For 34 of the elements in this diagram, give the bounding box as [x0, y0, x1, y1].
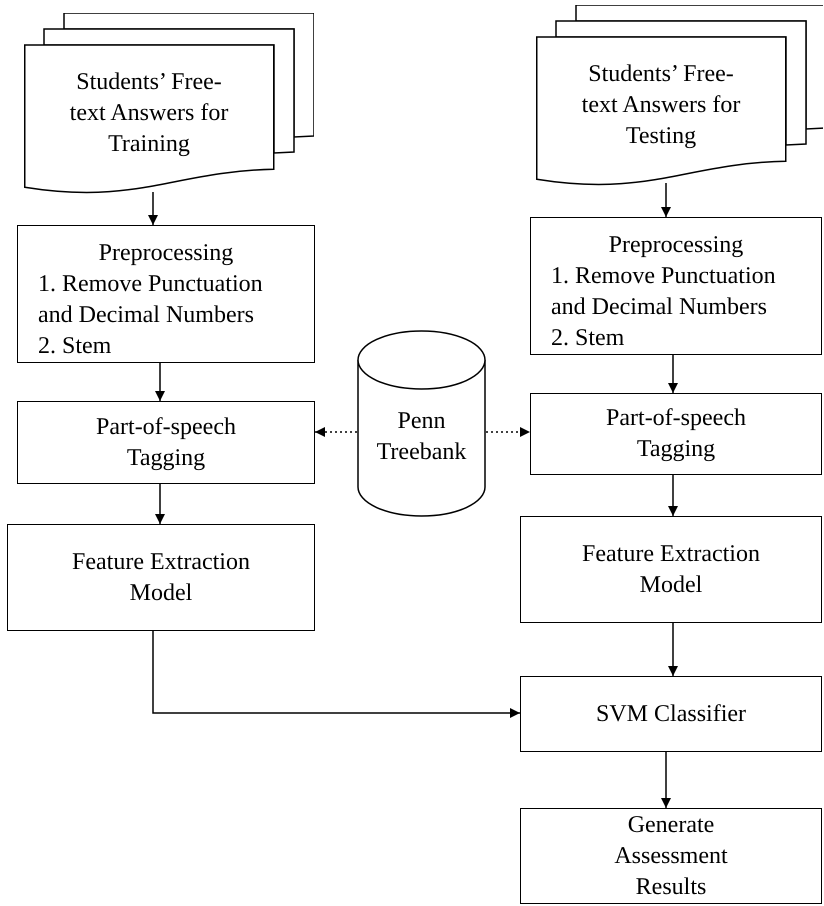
arrow: [155, 363, 165, 401]
arrow: [155, 484, 165, 524]
document-label: Students’ Free-text Answers for Training: [68, 68, 230, 158]
step-text: 1. Remove Punctuation and Decimal Numbers: [551, 262, 777, 322]
box-label: Feature Extraction Model: [71, 548, 251, 608]
box-label: Feature Extraction Model: [581, 540, 761, 600]
arrow: [668, 355, 678, 393]
box-label: SVM Classifier: [596, 700, 746, 728]
database-label: Penn Treebank: [376, 407, 468, 467]
step-text: 2. Stem: [551, 324, 626, 353]
process-box: [520, 676, 822, 752]
arrow: [668, 623, 678, 676]
process-box: [530, 393, 822, 475]
arrow: [668, 475, 678, 516]
process-box: [530, 217, 822, 355]
document-label: Students’ Free-text Answers for Testing: [580, 60, 742, 150]
box-heading: Preprocessing: [608, 231, 744, 260]
arrow: [661, 752, 671, 808]
dotted-arrow: [315, 427, 357, 437]
step-text: 2. Stem: [38, 332, 112, 361]
arrow: [148, 192, 158, 225]
process-box: [520, 516, 822, 623]
process-box: [520, 808, 822, 904]
process-box: [7, 524, 315, 631]
step-text: 1. Remove Punctuation and Decimal Numbers: [38, 270, 264, 330]
box-label: Part-of-speech Tagging: [95, 412, 237, 472]
process-box: [17, 401, 315, 484]
arrow: [152, 631, 520, 718]
arrow: [661, 183, 671, 217]
box-label: Generate Assessment Results: [613, 810, 729, 902]
box-heading: Preprocessing: [98, 239, 234, 268]
box-label: Part-of-speech Tagging: [605, 404, 747, 464]
process-box: [17, 225, 315, 363]
dotted-arrow: [486, 427, 530, 437]
